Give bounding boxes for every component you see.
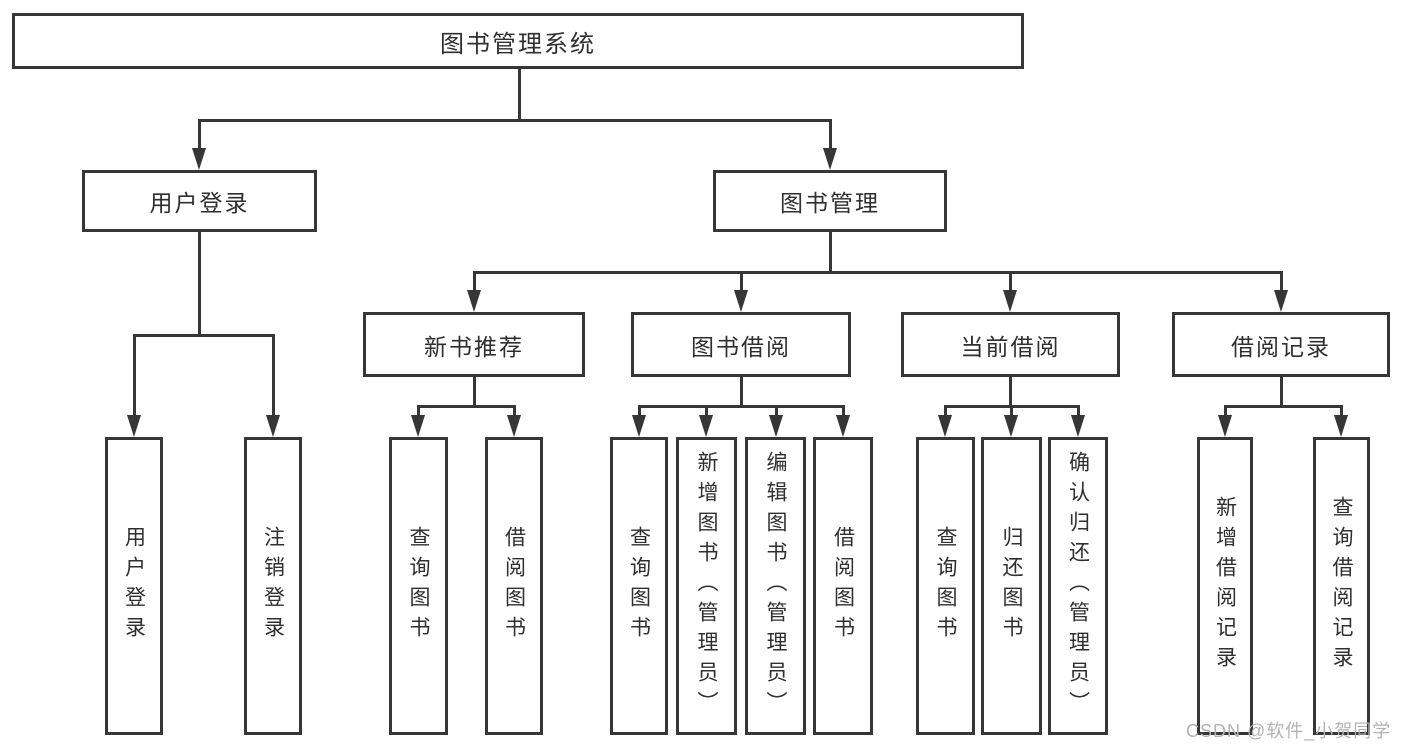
node-borrow-records-label: 借阅记录: [1231, 333, 1331, 360]
node-user-login-label: 用户登录: [149, 190, 250, 216]
leaf-query-books-current: 查询图书: [916, 437, 975, 735]
arrowhead-down-icon: [192, 148, 206, 170]
leaf-confirm-return-admin: 确认归还（管理员）: [1048, 437, 1108, 735]
node-book-management: 图书管理: [713, 170, 947, 232]
arrowhead-down-icon: [127, 415, 141, 437]
connector-vline: [829, 119, 832, 148]
connector-hline: [638, 405, 845, 408]
arrowhead-down-icon: [1003, 290, 1017, 312]
connector-vline: [705, 405, 708, 415]
leaf-query-books-recommend: 查询图书: [389, 437, 448, 735]
connector-vline: [1009, 377, 1012, 408]
connector-hline: [198, 119, 831, 122]
arrowhead-down-icon: [699, 415, 713, 437]
connector-vline: [473, 271, 476, 290]
leaf-logout: 注销登录: [244, 437, 302, 735]
connector-vline: [1340, 405, 1343, 415]
connector-hline: [1224, 405, 1343, 408]
arrowhead-down-icon: [823, 148, 837, 170]
connector-vline: [1280, 271, 1283, 290]
leaf-query-borrow-record: 查询借阅记录: [1313, 437, 1370, 735]
connector-vline: [133, 334, 136, 415]
arrowhead-down-icon: [836, 415, 850, 437]
arrowhead-down-icon: [411, 415, 425, 437]
arrowhead-down-icon: [734, 290, 748, 312]
connector-vline: [1009, 271, 1012, 290]
connector-hline: [473, 271, 1283, 274]
connector-vline: [638, 405, 641, 415]
arrowhead-down-icon: [1004, 415, 1018, 437]
connector-vline: [473, 377, 476, 408]
connector-vline: [775, 405, 778, 415]
connector-vline: [1077, 405, 1080, 415]
connector-vline: [1010, 405, 1013, 415]
leaf-add-book-admin: 新增图书（管理员）: [676, 437, 737, 735]
node-book-management-label: 图书管理: [780, 190, 880, 216]
arrowhead-down-icon: [507, 415, 521, 437]
arrowhead-down-icon: [632, 415, 646, 437]
leaf-borrow-books: 借阅图书: [813, 437, 873, 735]
connector-vline: [1280, 377, 1283, 408]
node-book-borrowing-label: 图书借阅: [691, 333, 791, 360]
node-current-borrowing: 当前借阅: [901, 312, 1120, 377]
connector-vline: [198, 232, 201, 337]
node-root: 图书管理系统: [12, 13, 1024, 69]
connector-hline: [417, 405, 516, 408]
leaf-return-book: 归还图书: [981, 437, 1042, 735]
arrowhead-down-icon: [266, 415, 280, 437]
node-user-login: 用户登录: [82, 170, 317, 232]
node-current-borrowing-label: 当前借阅: [960, 333, 1061, 360]
connector-vline: [740, 377, 743, 408]
leaf-edit-book-admin: 编辑图书（管理员）: [745, 437, 806, 735]
connector-vline: [842, 405, 845, 415]
connector-vline: [417, 405, 420, 415]
leaf-borrow-books-recommend: 借阅图书: [485, 437, 543, 735]
arrowhead-down-icon: [1218, 415, 1232, 437]
arrowhead-down-icon: [1071, 415, 1085, 437]
arrowhead-down-icon: [769, 415, 783, 437]
connector-vline: [944, 405, 947, 415]
arrowhead-down-icon: [467, 290, 481, 312]
connector-vline: [513, 405, 516, 415]
node-new-book-recommend-label: 新书推荐: [424, 333, 524, 360]
connector-vline: [198, 119, 201, 148]
leaf-query-books-borrowing: 查询图书: [610, 437, 668, 735]
connector-vline: [829, 232, 832, 274]
arrowhead-down-icon: [1334, 415, 1348, 437]
node-new-book-recommend: 新书推荐: [363, 312, 585, 377]
connector-hline: [133, 334, 275, 337]
connector-vline: [1224, 405, 1227, 415]
csdn-watermark: CSDN @软件_小贺同学: [1186, 721, 1392, 741]
leaf-add-borrow-record: 新增借阅记录: [1197, 437, 1253, 735]
connector-vline: [518, 69, 521, 122]
connector-vline: [740, 271, 743, 290]
arrowhead-down-icon: [1274, 290, 1288, 312]
node-root-label: 图书管理系统: [440, 30, 596, 58]
node-book-borrowing: 图书借阅: [631, 312, 851, 377]
connector-vline: [272, 334, 275, 415]
node-borrow-records: 借阅记录: [1172, 312, 1390, 377]
leaf-user-login: 用户登录: [105, 437, 163, 735]
arrowhead-down-icon: [938, 415, 952, 437]
